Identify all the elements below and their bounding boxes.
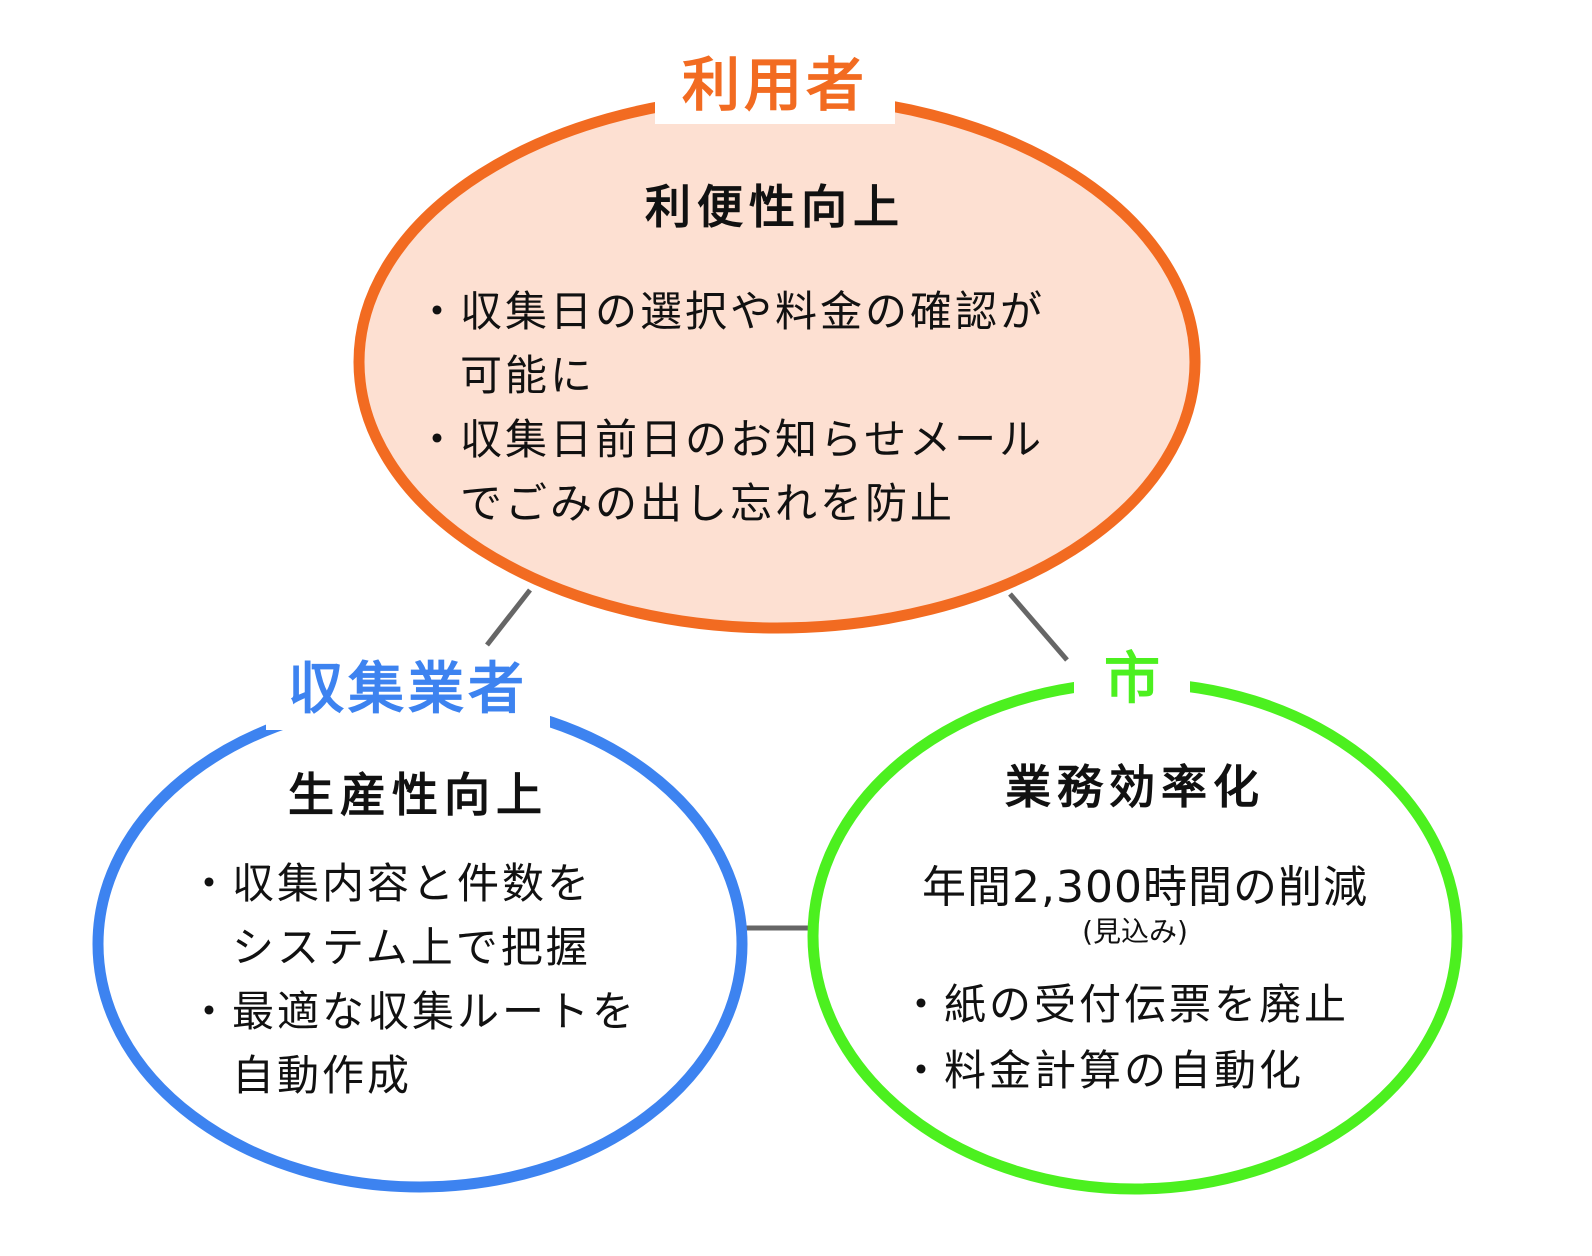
bullet-dot: ・ [900, 980, 946, 1029]
collector-heading: 生産性向上 [288, 768, 548, 822]
city-bullet-item: ・ 紙の受付伝票を廃止 [900, 972, 1420, 1038]
city-highlight: 年間2,300時間の削減 [922, 862, 1368, 913]
user-bullet-item: ・ 収集日前日のお知らせメール でごみの出し忘れを防止 [416, 408, 1176, 536]
user-bullet-line: でごみの出し忘れを防止 [460, 479, 956, 528]
city-note: (見込み) [1082, 915, 1188, 948]
user-bullet-list: ・ 収集日の選択や料金の確認が 可能に ・ 収集日前日のお知らせメール でごみの… [416, 280, 1176, 536]
user-heading: 利便性向上 [645, 180, 905, 234]
bullet-dot: ・ [900, 1046, 946, 1095]
collector-bullet-line: 自動作成 [232, 1051, 413, 1100]
collector-bullet-line: 収集内容と件数を [232, 859, 593, 908]
city-bullet-list: ・ 紙の受付伝票を廃止 ・ 料金計算の自動化 [900, 972, 1420, 1104]
bullet-dot: ・ [416, 415, 462, 464]
collector-label: 収集業者 [266, 656, 550, 730]
user-bullet-item: ・ 収集日の選択や料金の確認が 可能に [416, 280, 1176, 408]
city-bullet-line: 料金計算の自動化 [944, 1046, 1305, 1095]
bullet-dot: ・ [188, 987, 234, 1036]
connector-user-collector [485, 588, 532, 647]
collector-bullet-item: ・ 最適な収集ルートを 自動作成 [188, 980, 728, 1108]
collector-bullet-line: システム上で把握 [232, 923, 591, 972]
bullet-dot: ・ [416, 287, 462, 336]
connector-user-city [1008, 592, 1069, 662]
bullet-dot: ・ [188, 859, 234, 908]
collector-bullet-list: ・ 収集内容と件数を システム上で把握 ・ 最適な収集ルートを 自動作成 [188, 852, 728, 1108]
collector-bullet-item: ・ 収集内容と件数を システム上で把握 [188, 852, 728, 980]
city-heading: 業務効率化 [1005, 760, 1265, 814]
collector-bullet-line: 最適な収集ルートを [232, 987, 638, 1036]
user-label: 利用者 [655, 52, 895, 124]
city-bullet-item: ・ 料金計算の自動化 [900, 1038, 1420, 1104]
user-bullet-line: 収集日前日のお知らせメール [460, 415, 1045, 464]
city-label: 市 [1074, 648, 1190, 716]
user-bullet-line: 収集日の選択や料金の確認が [460, 287, 1046, 336]
user-bullet-line: 可能に [460, 351, 596, 400]
city-bullet-line: 紙の受付伝票を廃止 [944, 980, 1350, 1029]
